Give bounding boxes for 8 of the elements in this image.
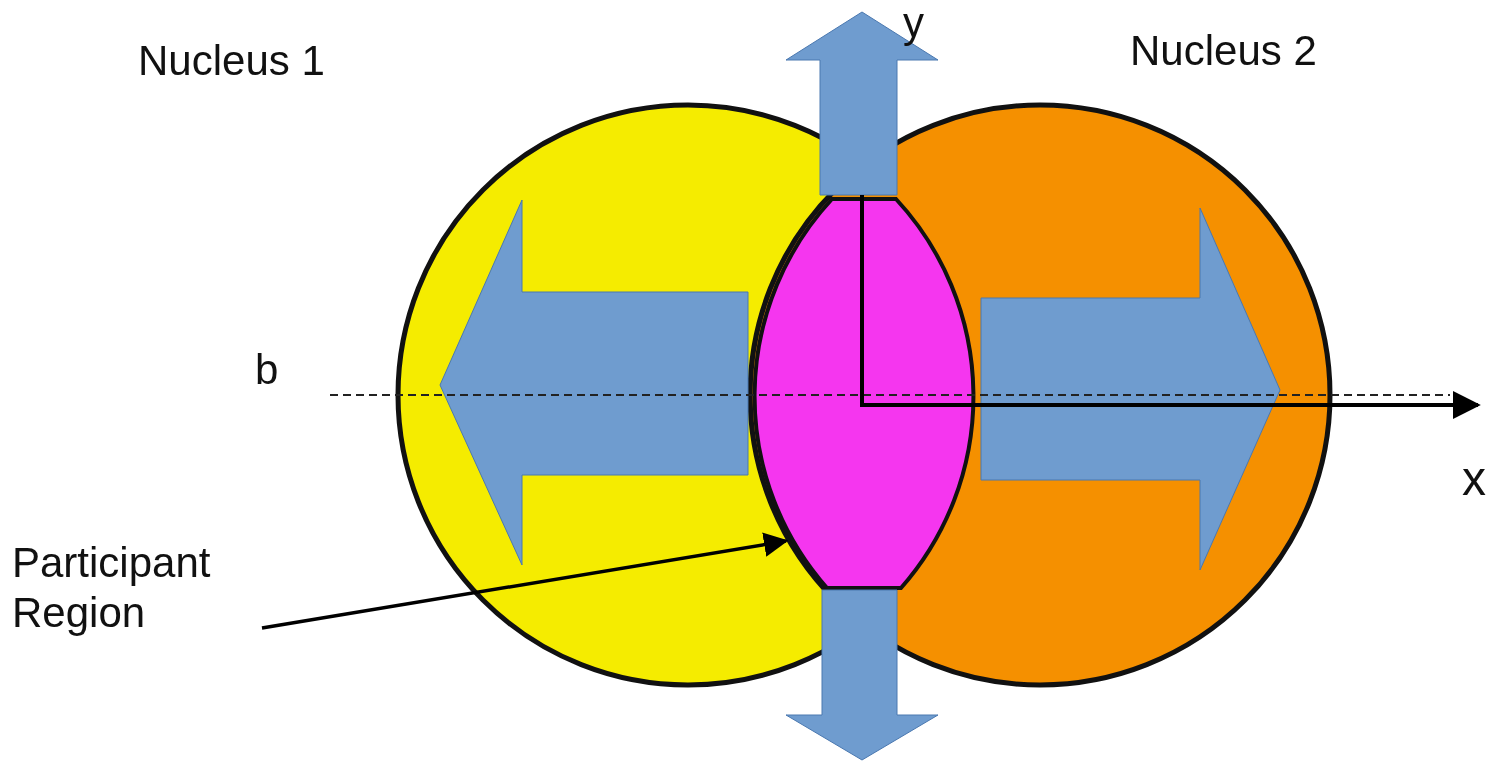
title-label: Nucleus 2 (1130, 26, 1317, 76)
axis-label: b (255, 345, 279, 395)
axis-label: y (903, 0, 924, 48)
title-label: Nucleus 1 (138, 36, 325, 86)
leader-line (261, 532, 789, 630)
axis-label: x (1462, 451, 1486, 507)
region-label: Participant Region (12, 538, 262, 639)
overlap-region (752, 197, 976, 590)
